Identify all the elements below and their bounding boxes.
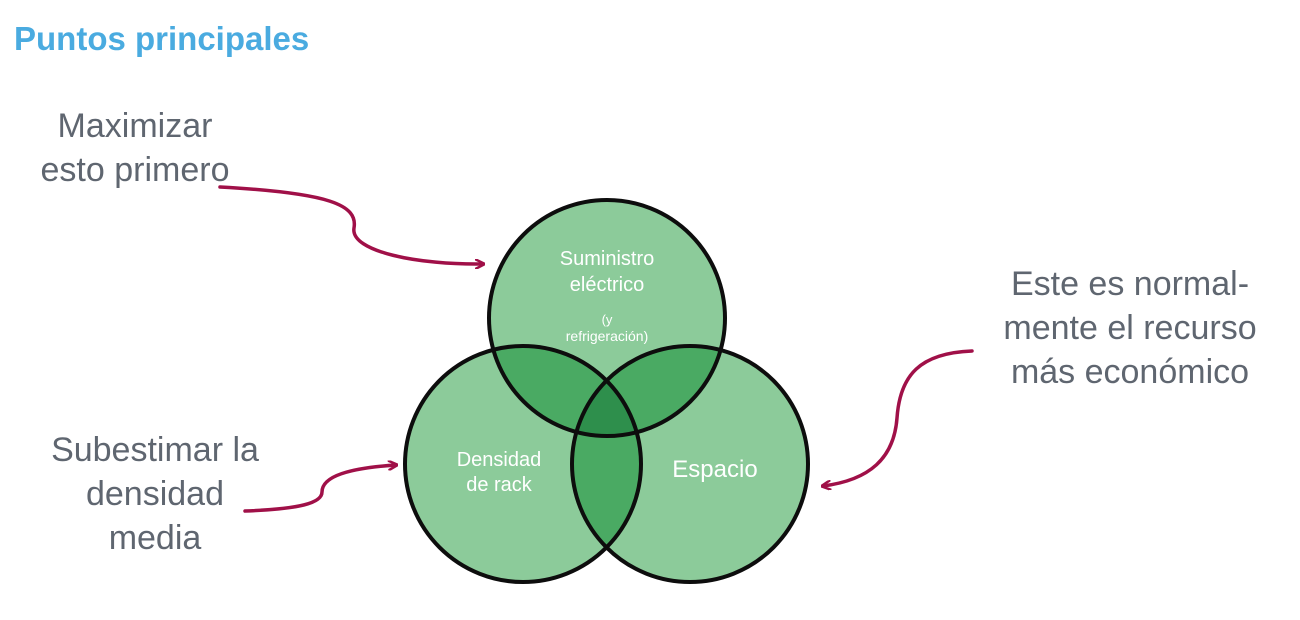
circle-power-sublabel-1: (y bbox=[602, 312, 613, 327]
page-title: Puntos principales bbox=[14, 20, 310, 57]
note-line: densidad bbox=[85, 475, 224, 513]
circle-power-sublabel-2: refrigeración) bbox=[566, 328, 648, 344]
circle-power-label-2: eléctrico bbox=[570, 274, 644, 296]
circle-power-label-1: Suministro bbox=[560, 248, 654, 270]
note-cheapest-resource: Este es normal- mente el recurso más eco… bbox=[990, 262, 1270, 394]
note-line: más económico bbox=[1010, 353, 1250, 391]
note-line: Maximizar bbox=[57, 107, 213, 145]
note-line: Este es normal- bbox=[1010, 265, 1250, 303]
note-underestimate-density: Subestimar la densidad media bbox=[30, 428, 280, 560]
circle-density-label-2: de rack bbox=[466, 474, 533, 496]
note-line: mente el recurso bbox=[1003, 309, 1257, 347]
circle-density-outline bbox=[403, 344, 643, 584]
circle-power-outline bbox=[487, 198, 727, 438]
note-maximize-first: Maximizar esto primero bbox=[20, 104, 250, 192]
overlap-power-space bbox=[572, 346, 725, 436]
arrow-to-space bbox=[823, 349, 974, 486]
circle-space-label: Espacio bbox=[672, 456, 757, 483]
arrow-to-density bbox=[243, 465, 396, 513]
circle-space-outline bbox=[570, 344, 810, 584]
circle-density-label-1: Densidad bbox=[457, 449, 542, 471]
overlap-power-density bbox=[489, 346, 641, 436]
note-line: esto primero bbox=[40, 151, 230, 189]
note-line: Subestimar la bbox=[51, 431, 259, 469]
arrow-to-power bbox=[218, 185, 483, 264]
note-line: media bbox=[108, 519, 202, 557]
